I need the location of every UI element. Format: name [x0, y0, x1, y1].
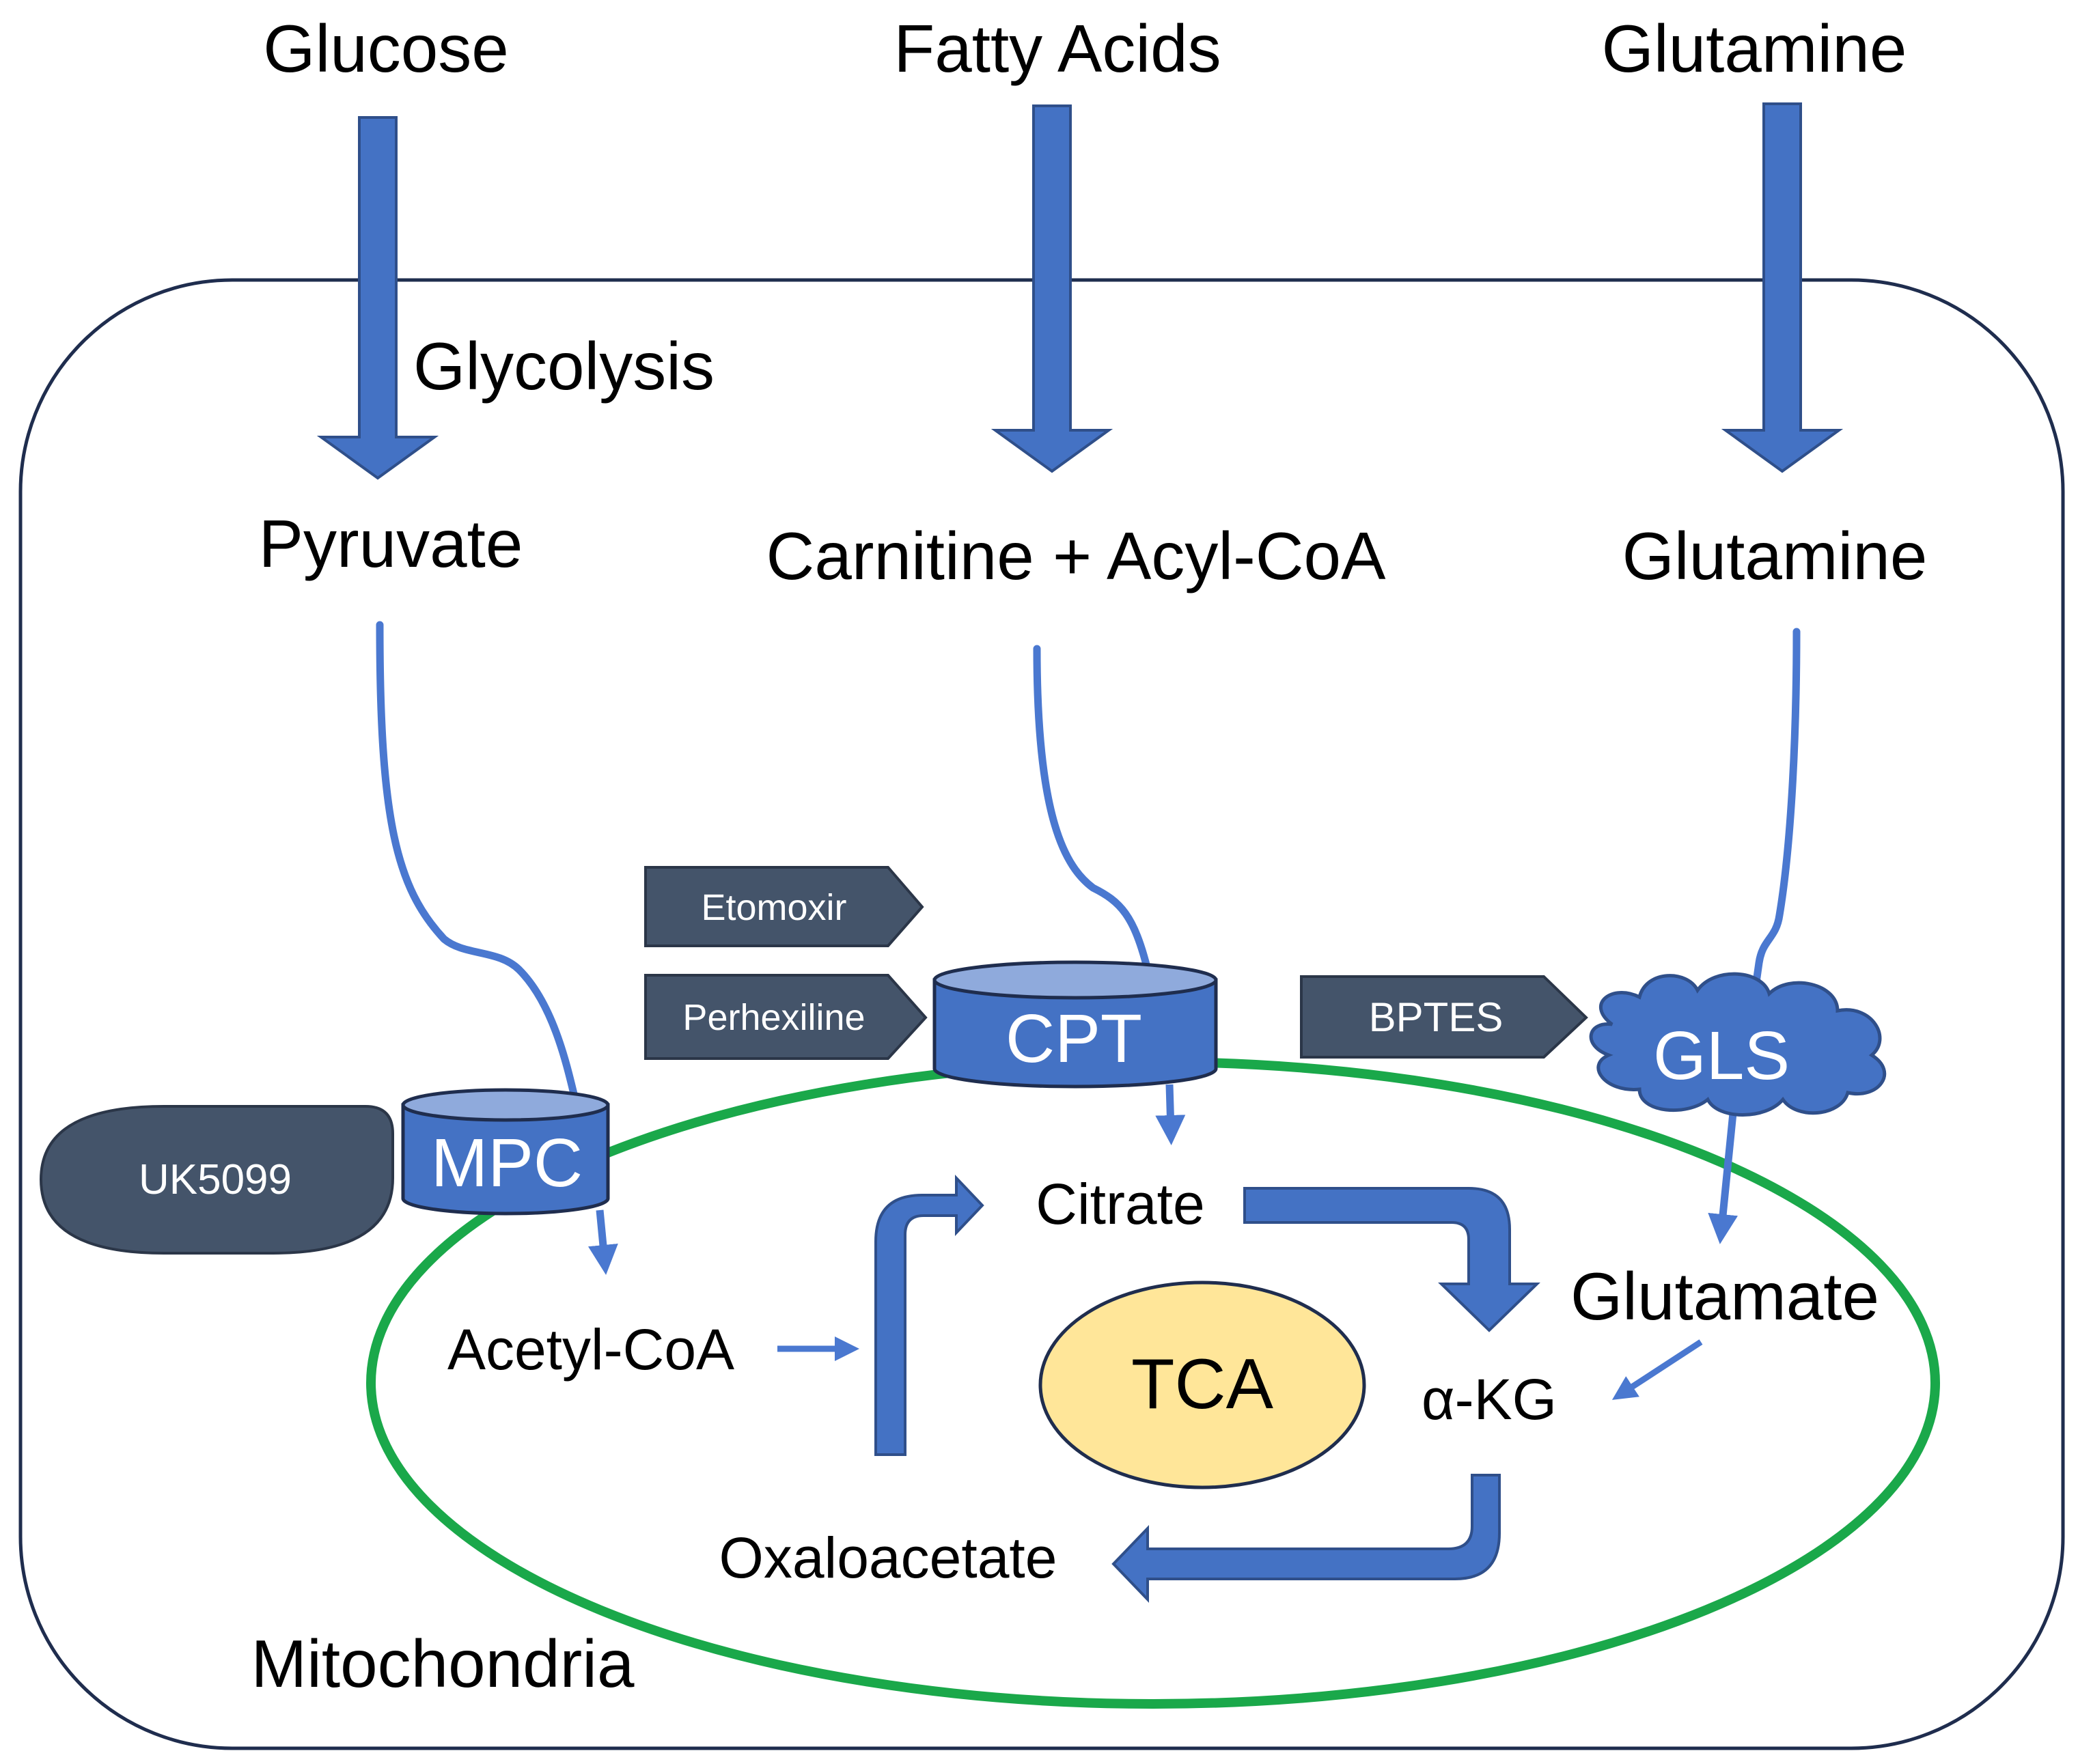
alpha-kg-label: α-KG — [1422, 1367, 1557, 1431]
acetyl-coa-label: Acetyl-CoA — [447, 1317, 734, 1382]
glycolysis-label: Glycolysis — [413, 328, 715, 404]
mitochondria-label: Mitochondria — [251, 1626, 635, 1701]
tca-cycle — [1038, 1280, 1366, 1489]
glycolysis-arrow — [316, 116, 439, 480]
glutamine-to-gls-line — [1748, 628, 1801, 1015]
cpt-to-citrate-arrow — [1155, 1084, 1186, 1145]
glutamine-inside-label: Glutamine — [1622, 518, 1928, 593]
acyl-to-cpt-line — [1033, 645, 1152, 974]
fatty-acid-arrow — [990, 104, 1113, 473]
gls-enzyme: GLS — [1589, 972, 1887, 1117]
gls-label: GLS — [1653, 1018, 1790, 1094]
cpt-transporter: CPT — [932, 960, 1218, 1089]
citrate-label: Citrate — [1036, 1172, 1204, 1236]
glutamine-arrow — [1721, 102, 1844, 473]
uk5099-label: UK5099 — [139, 1156, 292, 1203]
oaa-to-citrate-arrow — [874, 1174, 984, 1456]
glutamate-to-akg-arrow — [1611, 1339, 1703, 1400]
cpt-label: CPT — [1006, 1000, 1142, 1077]
oxaloacetate-label: Oxaloacetate — [719, 1526, 1057, 1590]
glutamate-label: Glutamate — [1570, 1259, 1879, 1334]
glutamine-outside-label: Glutamine — [1602, 11, 1907, 86]
pyruvate-to-mpc-line — [376, 621, 579, 1104]
mpc-transporter: MPC — [401, 1088, 610, 1216]
bptes-label: BPTES — [1369, 994, 1504, 1040]
glucose-label: Glucose — [263, 11, 509, 86]
bptes-inhibitor — [1300, 975, 1588, 1059]
akg-to-oaa-arrow — [1111, 1474, 1501, 1603]
mpc-to-acetylcoa-arrow — [588, 1209, 618, 1275]
mpc-label: MPC — [431, 1125, 583, 1201]
etomoxir-label: Etomoxir — [701, 887, 846, 928]
perhexiline-inhibitor — [644, 974, 928, 1060]
perhexiline-label: Perhexiline — [682, 997, 865, 1038]
fatty-acids-label: Fatty Acids — [893, 11, 1221, 86]
carnitine-acyl-coa-label: Carnitine + Acyl-CoA — [766, 518, 1387, 593]
tca-label: TCA — [1131, 1345, 1274, 1424]
etomoxir-inhibitor — [644, 866, 924, 947]
citrate-to-akg-arrow — [1243, 1187, 1540, 1332]
pyruvate-label: Pyruvate — [259, 506, 523, 581]
uk5099-inhibitor — [39, 1105, 394, 1255]
